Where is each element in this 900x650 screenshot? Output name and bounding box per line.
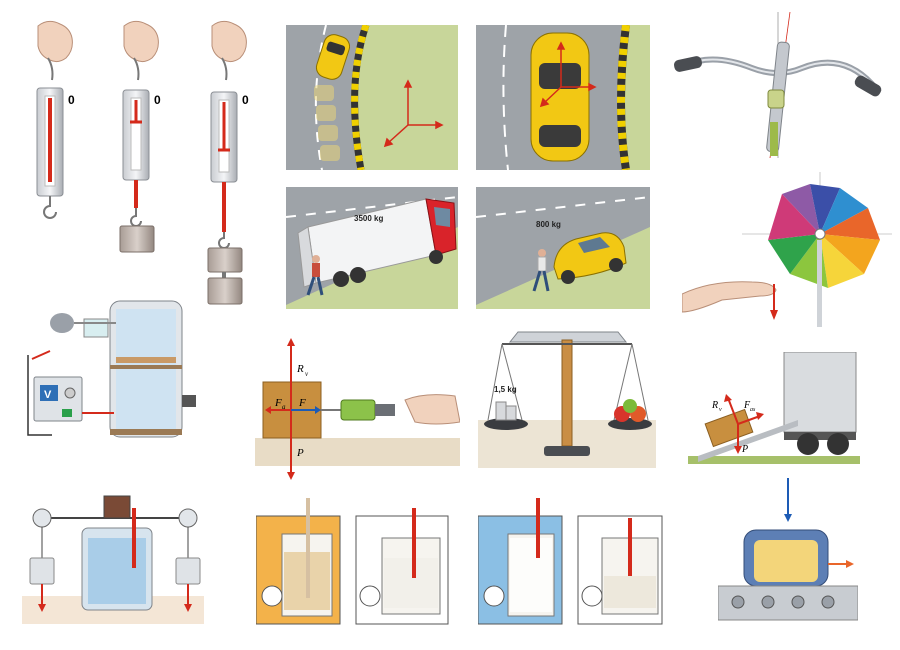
pressure-apparatus-illustration: V xyxy=(27,300,196,438)
conveyor-panel xyxy=(718,478,858,626)
scale-3-zero-label: 0 xyxy=(242,93,249,107)
car-trajectory-illustration xyxy=(286,25,458,170)
ramp-friction-subscript: as xyxy=(750,407,756,413)
block-friction-label: F xyxy=(274,397,282,409)
block-normal-label: R xyxy=(296,363,304,375)
conveyor-illustration xyxy=(718,478,858,621)
pinwheel-panel xyxy=(682,172,892,327)
beakers-right-illustration xyxy=(478,498,663,625)
balance-left-mass-label: 1,5 kg xyxy=(494,385,517,394)
small-car-panel: 800 kg xyxy=(476,187,650,309)
beakers-left-illustration xyxy=(256,498,449,625)
spring-scales-illustration: 0 0 0 xyxy=(36,20,249,305)
small-car-mass-label: 800 kg xyxy=(536,220,561,229)
ramp-normal-label: R xyxy=(711,400,718,411)
car-axes-illustration xyxy=(476,25,650,170)
spring-scale-one-weight xyxy=(119,20,159,253)
spring-scale-empty xyxy=(36,20,73,219)
spring-scales-panel: 0 0 0 xyxy=(20,18,260,308)
ramp-friction-label: F xyxy=(743,400,751,411)
beakers-panel-right xyxy=(478,478,666,628)
truck-illustration: 3500 kg xyxy=(286,187,458,309)
balance-panel: 1,5 kg xyxy=(478,320,656,468)
person-pushing-car xyxy=(532,249,550,292)
small-car-illustration: 800 kg xyxy=(476,187,650,309)
joule-apparatus-illustration xyxy=(22,495,204,624)
scale-2-zero-label: 0 xyxy=(154,93,161,107)
truck-panel: 3500 kg xyxy=(286,187,458,309)
car-axes-panel xyxy=(476,25,650,170)
block-applied-label: F xyxy=(298,397,306,409)
joule-apparatus-panel xyxy=(22,478,204,624)
block-weight-label: P xyxy=(296,447,304,459)
ramp-weight-label: P xyxy=(741,444,748,455)
pinwheel-illustration xyxy=(682,172,892,327)
scale-1-zero-label: 0 xyxy=(68,93,75,107)
voltmeter-symbol: V xyxy=(44,389,52,401)
spring-scale-two-weights xyxy=(207,20,247,305)
person-pushing-truck xyxy=(306,255,324,296)
ramp-normal-subscript: v xyxy=(719,407,722,413)
block-forces-illustration: R v F a F P xyxy=(255,338,460,480)
handlebar-illustration xyxy=(673,12,882,159)
ramp-forces-panel: R v F as P xyxy=(688,352,860,464)
truck-mass-label: 3500 kg xyxy=(354,214,383,223)
pressure-apparatus-panel: V xyxy=(22,295,202,445)
balance-illustration: 1,5 kg xyxy=(478,331,656,468)
block-normal-subscript: v xyxy=(305,370,309,378)
handlebar-panel xyxy=(672,12,892,160)
ramp-forces-illustration: R v F as P xyxy=(688,352,860,464)
beakers-panel-left xyxy=(256,478,464,628)
car-trajectory-panel xyxy=(286,25,458,170)
block-forces-panel: R v F a F P xyxy=(255,330,460,480)
block-friction-subscript: a xyxy=(282,403,286,411)
